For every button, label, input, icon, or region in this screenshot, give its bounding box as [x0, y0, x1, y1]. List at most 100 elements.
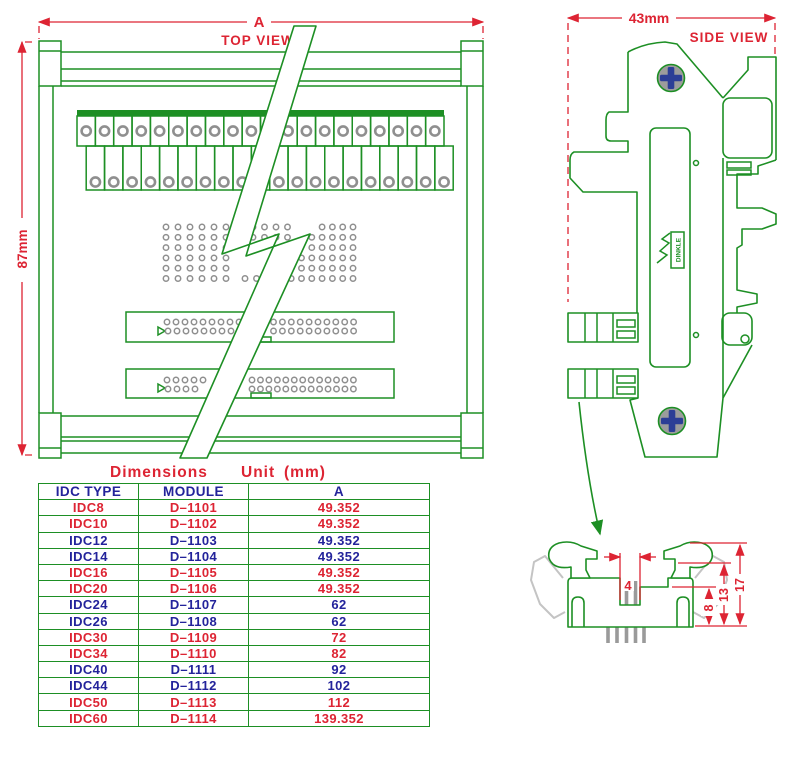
note-mm: (mm): [284, 464, 326, 481]
module-cell: D–1102: [138, 515, 249, 533]
idc-type-cell: IDC8: [38, 499, 139, 517]
side-profile: DINKLE: [567, 41, 777, 458]
dim-43mm-label: 43mm: [629, 10, 669, 26]
a-value-cell: 62: [248, 612, 430, 630]
dinkle-logo: DINKLE: [656, 231, 685, 269]
mounting-screw-bottom: [657, 406, 687, 436]
note-unit: Unit: [241, 464, 275, 481]
detail-dimensions: 4 8 13 17: [604, 542, 747, 627]
idc-type-cell: IDC24: [38, 596, 139, 614]
terminal-stack-2: [567, 368, 639, 399]
a-value-cell: 62: [248, 596, 430, 614]
idc-type-cell: IDC60: [38, 709, 139, 727]
col-header-a: A: [248, 482, 430, 501]
col-header-idc-type: IDC TYPE: [38, 482, 139, 501]
module-cell: D–1109: [138, 628, 249, 646]
idc-type-cell: IDC12: [38, 531, 139, 549]
a-value-cell: 49.352: [248, 547, 430, 565]
a-value-cell: 49.352: [248, 515, 430, 533]
top-view-drawing: A TOP VIEW 87mm: [15, 14, 485, 459]
module-cell: D–1107: [138, 596, 249, 614]
prototype-hole-grid: [162, 223, 357, 282]
idc-type-cell: IDC44: [38, 677, 139, 695]
module-cell: D–1104: [138, 547, 249, 565]
a-value-cell: 49.352: [248, 531, 430, 549]
pin1-marker: [157, 382, 167, 394]
module-cell: D–1101: [138, 499, 249, 517]
a-value-cell: 102: [248, 677, 430, 695]
peg-left: [571, 596, 585, 627]
side-view-title: SIDE VIEW: [690, 30, 769, 45]
module-cell: D–1112: [138, 677, 249, 695]
idc-type-cell: IDC16: [38, 563, 139, 582]
table-header-row: IDC TYPE MODULE A: [38, 482, 430, 501]
a-value-cell: 72: [248, 628, 430, 646]
dim-87mm-label: 87mm: [15, 229, 30, 268]
a-value-cell: 92: [248, 661, 430, 679]
idc-type-cell: IDC34: [38, 644, 139, 663]
module-cell: D–1110: [138, 644, 249, 663]
a-value-cell: 49.352: [248, 563, 430, 582]
module-cell: D–1103: [138, 531, 249, 549]
dim-a: A: [37, 14, 485, 39]
latch-lever-left: [547, 541, 598, 579]
top-view-title: TOP VIEW: [221, 33, 295, 48]
idc-type-cell: IDC30: [38, 628, 139, 646]
dim-a-label: A: [254, 14, 265, 31]
dim-4-label: 4: [624, 578, 632, 593]
mounting-screw-top: [656, 63, 686, 93]
detail-drawing: 4 8 13 17: [530, 541, 747, 643]
detail-callout-arrow: [578, 401, 604, 536]
side-view-drawing: 43mm SIDE VIEW: [566, 10, 777, 536]
col-header-module: MODULE: [138, 482, 249, 501]
dinkle-logo-text: DINKLE: [676, 237, 683, 262]
idc-type-cell: IDC20: [38, 580, 139, 598]
latch-lever-right: [663, 541, 714, 579]
idc-type-cell: IDC40: [38, 661, 139, 679]
note-dimensions: Dimensions: [110, 464, 208, 481]
idc-type-cell: IDC50: [38, 693, 139, 711]
module-cell: D–1105: [138, 563, 249, 582]
module-cell: D–1106: [138, 580, 249, 598]
dim-13-label: 13: [717, 588, 731, 602]
module-cell: D–1114: [138, 709, 249, 727]
a-value-cell: 112: [248, 693, 430, 711]
peg-right: [676, 596, 690, 627]
dim-87mm: 87mm: [15, 40, 37, 457]
idc-type-cell: IDC10: [38, 515, 139, 533]
idc-connector-2: [125, 368, 395, 399]
idc-type-cell: IDC26: [38, 612, 139, 630]
terminal-stack-1: [567, 312, 639, 343]
a-value-cell: 49.352: [248, 499, 430, 517]
a-value-cell: 82: [248, 644, 430, 663]
idc-type-cell: IDC14: [38, 547, 139, 565]
module-cell: D–1111: [138, 661, 249, 679]
module-frame: [38, 40, 484, 459]
dim-17-label: 17: [733, 578, 747, 592]
din-foot-brackets: [38, 40, 484, 459]
pin1-marker: [157, 325, 167, 337]
ghost-lever-left: [530, 555, 566, 619]
module-cell: D–1113: [138, 693, 249, 711]
dim-43mm: 43mm: [566, 10, 777, 302]
a-value-cell: 139.352: [248, 709, 430, 727]
a-value-cell: 49.352: [248, 580, 430, 598]
